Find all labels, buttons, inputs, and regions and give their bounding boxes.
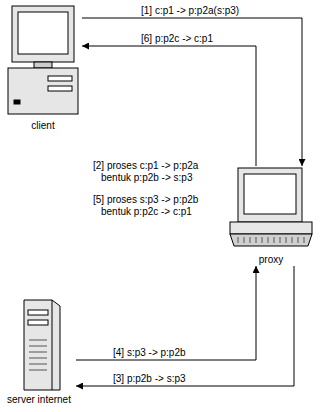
computer-node: client [4, 4, 82, 132]
node-label: server internet [2, 394, 76, 406]
computer-icon [226, 166, 316, 252]
node-label: proxy [226, 254, 316, 266]
process-note: bentuk p:p2c -> c:p1 [100, 206, 193, 218]
computer-icon [4, 4, 82, 118]
edge-label: [1] c:p1 -> p:p2a(s:p3) [140, 5, 240, 17]
process-note: [5] proses s:p3 -> p:p2b [92, 194, 199, 206]
edge-label: [4] s:p3 -> p:p2b [112, 347, 187, 359]
message-arrow [82, 18, 302, 166]
process-note: [2] proses c:p1 -> p:p2a [92, 160, 199, 172]
computer-node: proxy [226, 166, 316, 266]
edge-label: [3] p:p2b -> s:p3 [112, 373, 187, 385]
message-arrow [82, 46, 256, 166]
message-arrow [76, 266, 294, 386]
computer-node: server internet [2, 296, 76, 406]
process-note: bentuk p:p2b -> s:p3 [100, 172, 193, 184]
computer-icon [2, 296, 76, 392]
edge-label: [6] p:p2c -> c:p1 [140, 33, 214, 45]
message-arrow [76, 266, 256, 360]
node-label: client [4, 120, 82, 132]
